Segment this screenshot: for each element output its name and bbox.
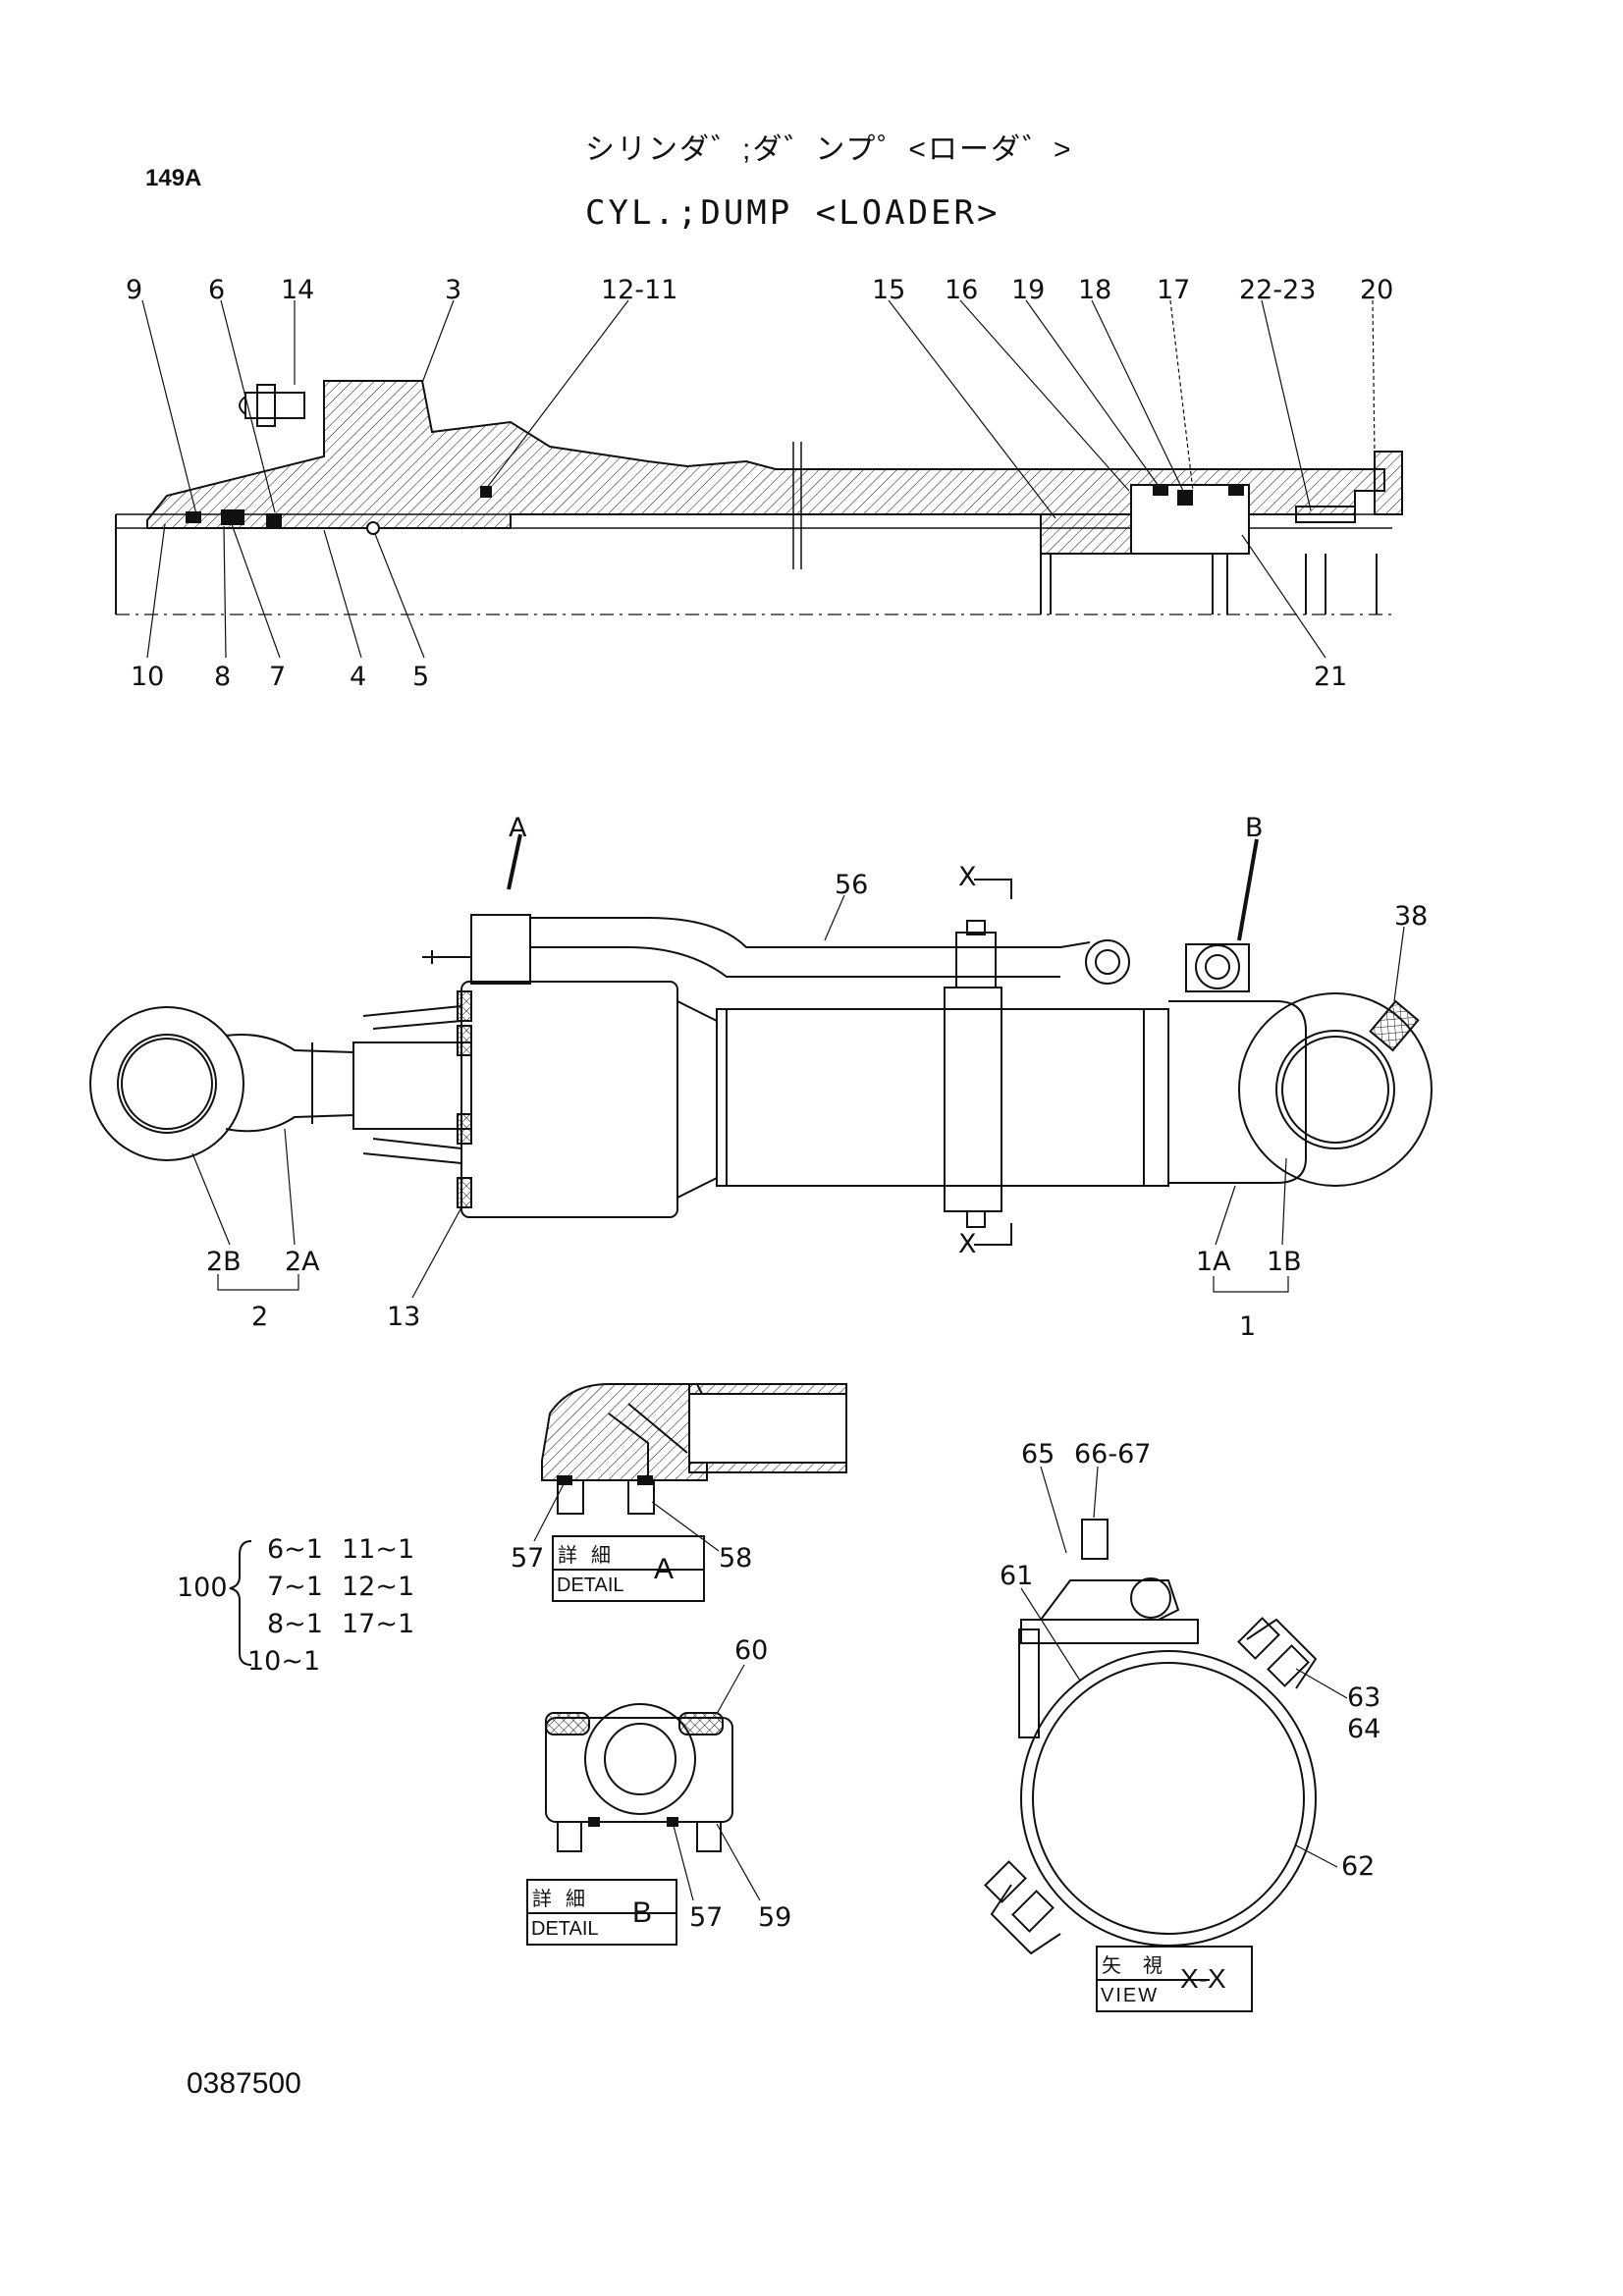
view-marker-a: A (509, 813, 527, 843)
detail-b-label: 詳細 DETAIL B (526, 1879, 677, 1946)
callout-65: 65 (1021, 1439, 1055, 1469)
section-marker-x-bottom: X (958, 1229, 977, 1259)
detail-a-en: DETAIL (557, 1575, 624, 1596)
callout-60: 60 (734, 1635, 769, 1666)
view-xx-letter: X-X (1180, 1963, 1226, 1994)
callout-4: 4 (350, 662, 367, 692)
callout-2a: 2A (285, 1247, 320, 1277)
view-xx-label: 矢視 VIEW X-X (1096, 1946, 1253, 2012)
divider (1098, 1979, 1210, 1981)
callout-13: 13 (387, 1302, 421, 1332)
detail-b-letter: B (632, 1896, 653, 1929)
callout-6: 6 (208, 275, 226, 305)
callout-57-b: 57 (689, 1902, 724, 1933)
detail-a-letter: A (654, 1553, 675, 1585)
callout-63: 63 (1347, 1682, 1381, 1713)
callout-20: 20 (1360, 275, 1394, 305)
section-marker-x-top: X (958, 862, 977, 892)
kit-item: 10~1 (247, 1646, 321, 1677)
clamp-band (944, 987, 1002, 1212)
callout-3: 3 (445, 275, 462, 305)
callout-15: 15 (872, 275, 906, 305)
rod-eye (89, 1006, 244, 1161)
detail-a-jp: 詳細 (558, 1545, 624, 1567)
callout-62: 62 (1341, 1851, 1376, 1882)
callout-8: 8 (214, 662, 232, 692)
kit-ref: 100 (177, 1573, 228, 1603)
detail-a-label: 詳細 DETAIL A (552, 1535, 705, 1602)
cylinder-tube (716, 1008, 1169, 1187)
divider (554, 1569, 703, 1571)
callout-10: 10 (131, 662, 165, 692)
detail-b-en: DETAIL (531, 1918, 599, 1940)
section-view (115, 299, 1403, 659)
detail-b-drawing (545, 1664, 761, 1901)
view-xx-jp: 矢視 (1102, 1955, 1184, 1977)
callout-2: 2 (251, 1302, 269, 1332)
kit-brace (229, 1540, 252, 1666)
kit-item: 11~1 (342, 1534, 415, 1565)
divider (528, 1912, 676, 1914)
callout-2b: 2B (206, 1247, 242, 1277)
cylinder-head (460, 981, 678, 1218)
view-marker-b: B (1245, 813, 1264, 843)
detail-a-drawing (533, 1383, 847, 1552)
tube-eye (1238, 992, 1433, 1187)
page-id: 149A (145, 165, 202, 191)
callout-38: 38 (1394, 901, 1429, 932)
callout-1b: 1B (1267, 1247, 1302, 1277)
callout-66-67: 66-67 (1074, 1439, 1152, 1469)
callout-9: 9 (126, 275, 143, 305)
title-english: CYL.;DUMP <LOADER> (585, 193, 1001, 233)
callout-7: 7 (269, 662, 287, 692)
main-view (89, 833, 1433, 1299)
callout-56: 56 (835, 870, 869, 900)
callout-64: 64 (1347, 1714, 1381, 1744)
kit-item: 8~1 (267, 1609, 323, 1639)
view-xx-drawing (984, 1466, 1348, 1955)
callout-21: 21 (1314, 662, 1348, 692)
callout-17: 17 (1157, 275, 1191, 305)
kit-item: 17~1 (342, 1609, 415, 1639)
callout-22-23: 22-23 (1239, 275, 1317, 305)
kit-item: 7~1 (267, 1572, 323, 1602)
callout-61: 61 (1000, 1561, 1034, 1591)
callout-5: 5 (412, 662, 430, 692)
kit-item: 6~1 (267, 1534, 323, 1565)
callout-1a: 1A (1196, 1247, 1231, 1277)
detail-b-jp: 詳細 (532, 1889, 599, 1910)
callout-58: 58 (719, 1543, 753, 1574)
kit-item: 12~1 (342, 1572, 415, 1602)
callout-18: 18 (1078, 275, 1112, 305)
callout-59: 59 (758, 1902, 792, 1933)
callout-19: 19 (1011, 275, 1046, 305)
callout-57-a: 57 (511, 1543, 545, 1574)
callout-12-11: 12-11 (601, 275, 678, 305)
clamp-ring (1020, 1650, 1317, 1947)
callout-16: 16 (945, 275, 979, 305)
callout-1: 1 (1239, 1311, 1257, 1342)
callout-14: 14 (281, 275, 315, 305)
view-xx-en: VIEW (1101, 1985, 1160, 2006)
title-japanese: シリンダ゛;ダ゛ンプ゜<ローダ゛> (585, 133, 1073, 166)
drawing-number: 0387500 (187, 2067, 301, 2100)
